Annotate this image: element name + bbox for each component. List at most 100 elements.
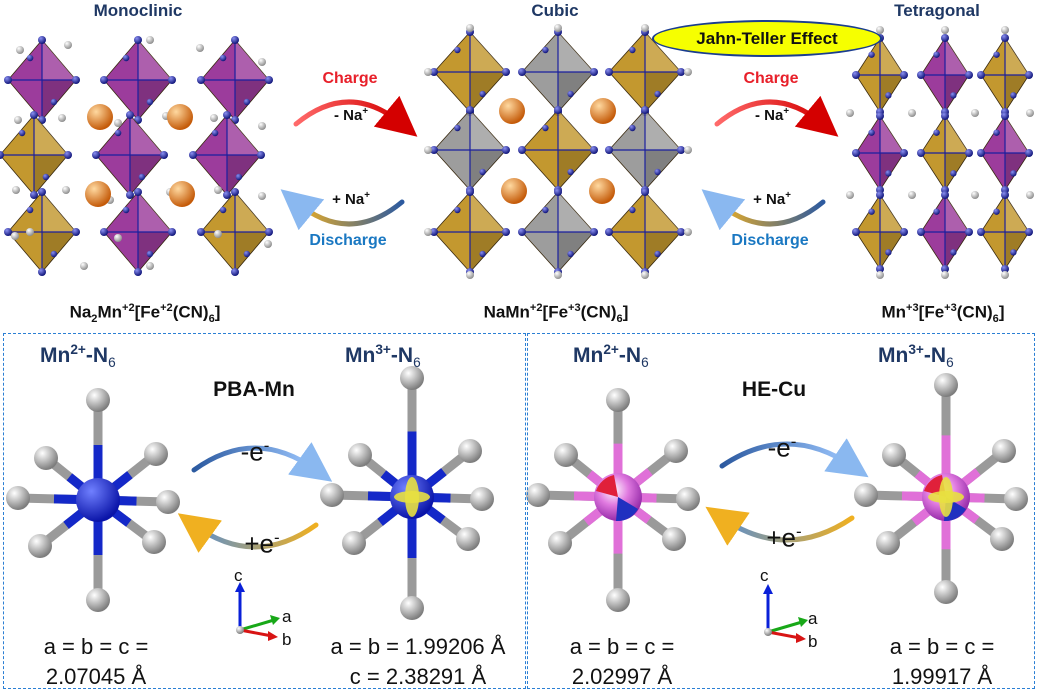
nitrogen-atom xyxy=(265,76,273,84)
nitrogen-atom xyxy=(243,98,251,106)
nitrogen-ball xyxy=(606,588,630,612)
nitrogen-atom xyxy=(42,173,50,181)
nitrogen-ball xyxy=(876,531,900,555)
nitrogen-atom xyxy=(50,98,58,106)
carbon-atom xyxy=(1001,271,1009,279)
nitrogen-atom xyxy=(993,208,1000,215)
nitrogen-atom xyxy=(454,46,461,54)
nitrogen-atom xyxy=(502,146,510,154)
left-site-a-label: Mn2+-N6 xyxy=(40,342,116,371)
nitrogen-atom xyxy=(605,228,613,236)
panel-he-cu xyxy=(527,333,1035,689)
axis-origin xyxy=(764,628,772,636)
orbital-lobe xyxy=(928,491,964,503)
nitrogen-atom xyxy=(941,191,949,199)
axis-a-line xyxy=(767,620,803,634)
carbon-atom xyxy=(12,186,20,194)
octahedron xyxy=(977,191,1033,273)
nitrogen-atom xyxy=(590,228,598,236)
nitrogen-atom xyxy=(114,129,122,137)
phase-monoclinic: Monoclinic xyxy=(93,1,183,20)
nitrogen-atom xyxy=(917,149,925,157)
carbon-atom xyxy=(258,192,266,200)
octahedron xyxy=(518,106,598,194)
nitrogen-atom xyxy=(677,146,685,154)
crystal-structures xyxy=(0,24,1034,279)
nitrogen-atom xyxy=(605,68,613,76)
formula-tetragonal: Mn+3[Fe+3(CN)6] xyxy=(881,302,1005,326)
nitrogen-atom xyxy=(0,151,4,159)
nitrogen-atom xyxy=(38,36,46,44)
nitrogen-atom xyxy=(1001,34,1009,42)
carbon-atom xyxy=(971,109,979,117)
phase-tetragonal: Tetragonal xyxy=(894,1,980,20)
sodium-atom xyxy=(167,104,193,130)
carbon-atom xyxy=(466,271,474,279)
nitrogen-atom xyxy=(231,36,239,44)
carbon-atom xyxy=(846,191,854,199)
nitrogen-atom xyxy=(134,188,142,196)
carbon-atom xyxy=(14,116,22,124)
nitrogen-atom xyxy=(126,111,134,119)
nitrogen-atom xyxy=(1001,265,1009,273)
nitrogen-atom xyxy=(231,188,239,196)
nitrogen-atom xyxy=(18,129,26,137)
carbon-atom xyxy=(941,26,949,34)
carbon-atom xyxy=(1001,26,1009,34)
nitrogen-atom xyxy=(876,112,884,120)
right-params-b: a = b = c =1.99917 Å xyxy=(889,634,995,689)
carbon-atom xyxy=(258,58,266,66)
axis-b-line xyxy=(767,630,801,640)
charge-arrow-1 xyxy=(293,95,418,137)
right-axis-a: a xyxy=(808,609,818,628)
left-axis-c: c xyxy=(234,566,243,585)
carbon-atom xyxy=(684,228,692,236)
segment-red xyxy=(596,475,618,497)
octahedron xyxy=(430,106,510,194)
octahedron xyxy=(518,188,598,276)
carbon-atom xyxy=(684,146,692,154)
nitrogen-atom xyxy=(605,146,613,154)
carbon-atom xyxy=(908,191,916,199)
octahedron xyxy=(977,112,1033,194)
nitrogen-atom xyxy=(168,228,176,236)
nitrogen-atom xyxy=(92,151,100,159)
nitrogen-atom xyxy=(1025,71,1033,79)
nitrogen-atom xyxy=(677,228,685,236)
transition-arrows xyxy=(177,95,869,553)
nitrogen-atom xyxy=(933,51,940,58)
carbon-atom xyxy=(62,186,70,194)
nitrogen-atom xyxy=(965,149,973,157)
carbon-atom xyxy=(64,41,72,49)
carbon-atom xyxy=(210,114,218,122)
nitrogen-ball xyxy=(526,483,550,507)
nitrogen-atom xyxy=(223,191,231,199)
mn3-model-right xyxy=(854,373,1028,604)
nitrogen-atom xyxy=(4,76,12,84)
carbon-atom xyxy=(58,114,66,122)
nitrogen-atom xyxy=(542,46,549,54)
nitrogen-atom xyxy=(430,146,438,154)
nitrogen-atom xyxy=(993,51,1000,58)
octahedron xyxy=(852,112,908,194)
sodium-atom xyxy=(87,104,113,130)
nitrogen-atom xyxy=(146,250,154,258)
nitrogen-atom xyxy=(629,46,636,54)
left-axis-b: b xyxy=(282,630,292,649)
axis-c-head xyxy=(235,582,245,592)
minus-na-label-1: - Na+ xyxy=(333,106,369,124)
charge-label-1: Charge xyxy=(322,70,378,87)
sodium-atom xyxy=(501,178,527,204)
nitrogen-atom xyxy=(654,90,661,98)
formula-monoclinic: Na2Mn+2[Fe+2(CN)6] xyxy=(69,302,221,326)
nitrogen-atom xyxy=(38,188,46,196)
octahedron xyxy=(92,111,168,199)
nitrogen-atom xyxy=(590,68,598,76)
nitrogen-atom xyxy=(72,76,80,84)
nitrogen-atom xyxy=(219,206,227,214)
nitrogen-ball xyxy=(606,388,630,412)
nitrogen-atom xyxy=(138,173,146,181)
nitrogen-atom xyxy=(197,76,205,84)
octahedron xyxy=(430,28,510,116)
axis-a-head xyxy=(270,615,280,625)
